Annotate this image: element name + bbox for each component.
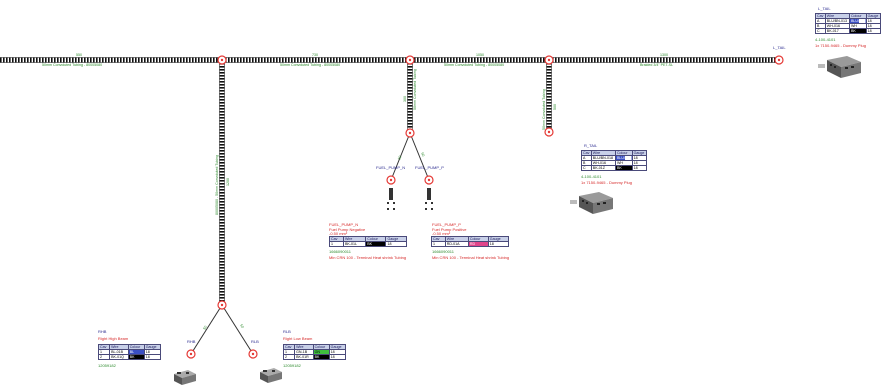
bundle-label: 80005080 - 50mm Convoluted Tubing bbox=[215, 155, 219, 215]
table-row: C BK-017 BK 18 bbox=[815, 28, 882, 34]
connector-title: L_TAIL bbox=[818, 6, 831, 11]
fuel-pump-branches[interactable] bbox=[390, 132, 430, 181]
connector-subtitle: Fuel Pump Positive bbox=[432, 227, 467, 232]
connector-table: Cav Wire Colour Gauge A BLU/BN-018 BLU/B… bbox=[581, 150, 648, 171]
connector-table: Cav Wire Colour Gauge 1 RD-01A RD 18 bbox=[431, 236, 510, 247]
connector-title: FUEL_PUMP_N bbox=[329, 222, 359, 227]
part-number: 12059182 bbox=[283, 363, 301, 368]
bundle-label: 50mm Convoluted Tubing bbox=[542, 89, 546, 130]
col-gauge: Gauge bbox=[865, 13, 882, 19]
table-row: C BK-01Z BK 18 bbox=[581, 165, 648, 171]
connector-subtitle: -0.50 mm² bbox=[329, 231, 348, 236]
table-header: Cav Wire Colour Gauge bbox=[329, 236, 407, 242]
bundle-length: 1200 bbox=[226, 178, 230, 186]
r-tail-bundle[interactable] bbox=[546, 59, 552, 133]
headlight-branches[interactable] bbox=[190, 304, 254, 355]
table-row: 2 BK-01Q BK 18 bbox=[97, 354, 162, 360]
branch-length: 50 bbox=[202, 325, 208, 331]
rhb-label: RHB bbox=[187, 339, 196, 344]
connector-subtitle: -0.50 mm² bbox=[432, 231, 451, 236]
splice-nodes[interactable] bbox=[186, 55, 784, 359]
table-row: 2 BK-01R BK 18 bbox=[282, 354, 347, 360]
branch-length: 50 bbox=[397, 155, 402, 160]
connector-title: RLB bbox=[283, 329, 291, 334]
connector-table: Cav Wire Colour Gauge 1 GN-1B GN 18 2 BK… bbox=[282, 344, 347, 360]
part-number: 4-100-4101 bbox=[581, 174, 602, 179]
part-number: 1666090011 bbox=[432, 249, 454, 254]
connector-table: Cav Wire Colour Gauge 1 BK-01L BK 18 bbox=[329, 236, 407, 247]
part-number: 4-100-4101 bbox=[815, 37, 836, 42]
connector-title: RHB bbox=[98, 329, 107, 334]
bundle-label: 50mm Convoluted Tubing bbox=[413, 69, 417, 110]
connector-title: R_TAIL bbox=[584, 143, 598, 148]
table-header: Cav Wire Colour Gauge bbox=[431, 236, 510, 242]
bundle-length: 300 bbox=[403, 96, 407, 102]
bundle-label: 50mm Convoluted Tubing - 80005080 bbox=[444, 63, 504, 67]
connector-subtitle: Right Low Beam bbox=[283, 336, 313, 341]
part-number: 12059182 bbox=[98, 363, 116, 368]
bundle-label: Braided 3/4" PET-SL bbox=[640, 63, 673, 67]
bundle-label: 50mm Convoluted Tubing - 80005080 bbox=[280, 63, 340, 67]
part-description: Min CRN 100 - Terminal Heat shrink Tubin… bbox=[329, 255, 407, 260]
connector-subtitle: Fuel Pump Negative bbox=[329, 227, 366, 232]
headlight-connector-image bbox=[260, 368, 282, 383]
terminal-icon bbox=[387, 188, 433, 210]
bundle-length: 1050 bbox=[476, 53, 484, 57]
table-row: 1 BL-01B BL 18 bbox=[97, 349, 162, 355]
connector-title: FUEL_PUMP_P bbox=[432, 222, 461, 227]
main-bundle[interactable] bbox=[0, 57, 780, 63]
bundle-length: 500 bbox=[553, 104, 557, 110]
connector-table: Cav Wire Colour Gauge A BLU/BN-013 BLU/B… bbox=[815, 13, 882, 34]
bundle-length: 1300 bbox=[660, 53, 668, 57]
bundle-length: 550 bbox=[76, 53, 82, 57]
fuel-pump-n-label: FUEL_PUMP_N bbox=[376, 165, 406, 170]
table-row: 1 RD-01A RD 18 bbox=[431, 241, 510, 247]
branch-length: 50 bbox=[239, 323, 245, 329]
connector-table: Cav Wire Colour Gauge 1 BL-01B BL 18 2 B… bbox=[97, 344, 162, 360]
fuel-pump-bundle[interactable] bbox=[407, 59, 413, 133]
fuel-pump-p-label: FUEL_PUMP_P bbox=[415, 165, 444, 170]
part-description: 1x 7150-9465 - Dummy Plug bbox=[581, 180, 632, 185]
part-description: Min CRN 100 - Terminal Heat shrink Tubin… bbox=[432, 255, 510, 260]
part-number: 1666090011 bbox=[329, 249, 351, 254]
rlb-label: RLB bbox=[251, 339, 259, 344]
headlight-connector-image bbox=[174, 370, 196, 385]
branch-length: 50 bbox=[420, 152, 425, 157]
l-tail-label: L_TAIL bbox=[773, 45, 786, 50]
dummy-plug-image bbox=[570, 192, 613, 214]
connector-subtitle: Right High Beam bbox=[98, 336, 129, 341]
dummy-plug-image bbox=[818, 56, 861, 78]
table-row: 1 BK-01L BK 18 bbox=[329, 241, 407, 247]
bundle-length: 730 bbox=[312, 53, 318, 57]
headlight-bundle[interactable] bbox=[219, 59, 225, 306]
bundle-label: 50mm Convoluted Tubing - 80005080 bbox=[42, 63, 102, 67]
part-description: 1x 7150-9465 - Dummy Plug bbox=[815, 43, 866, 48]
